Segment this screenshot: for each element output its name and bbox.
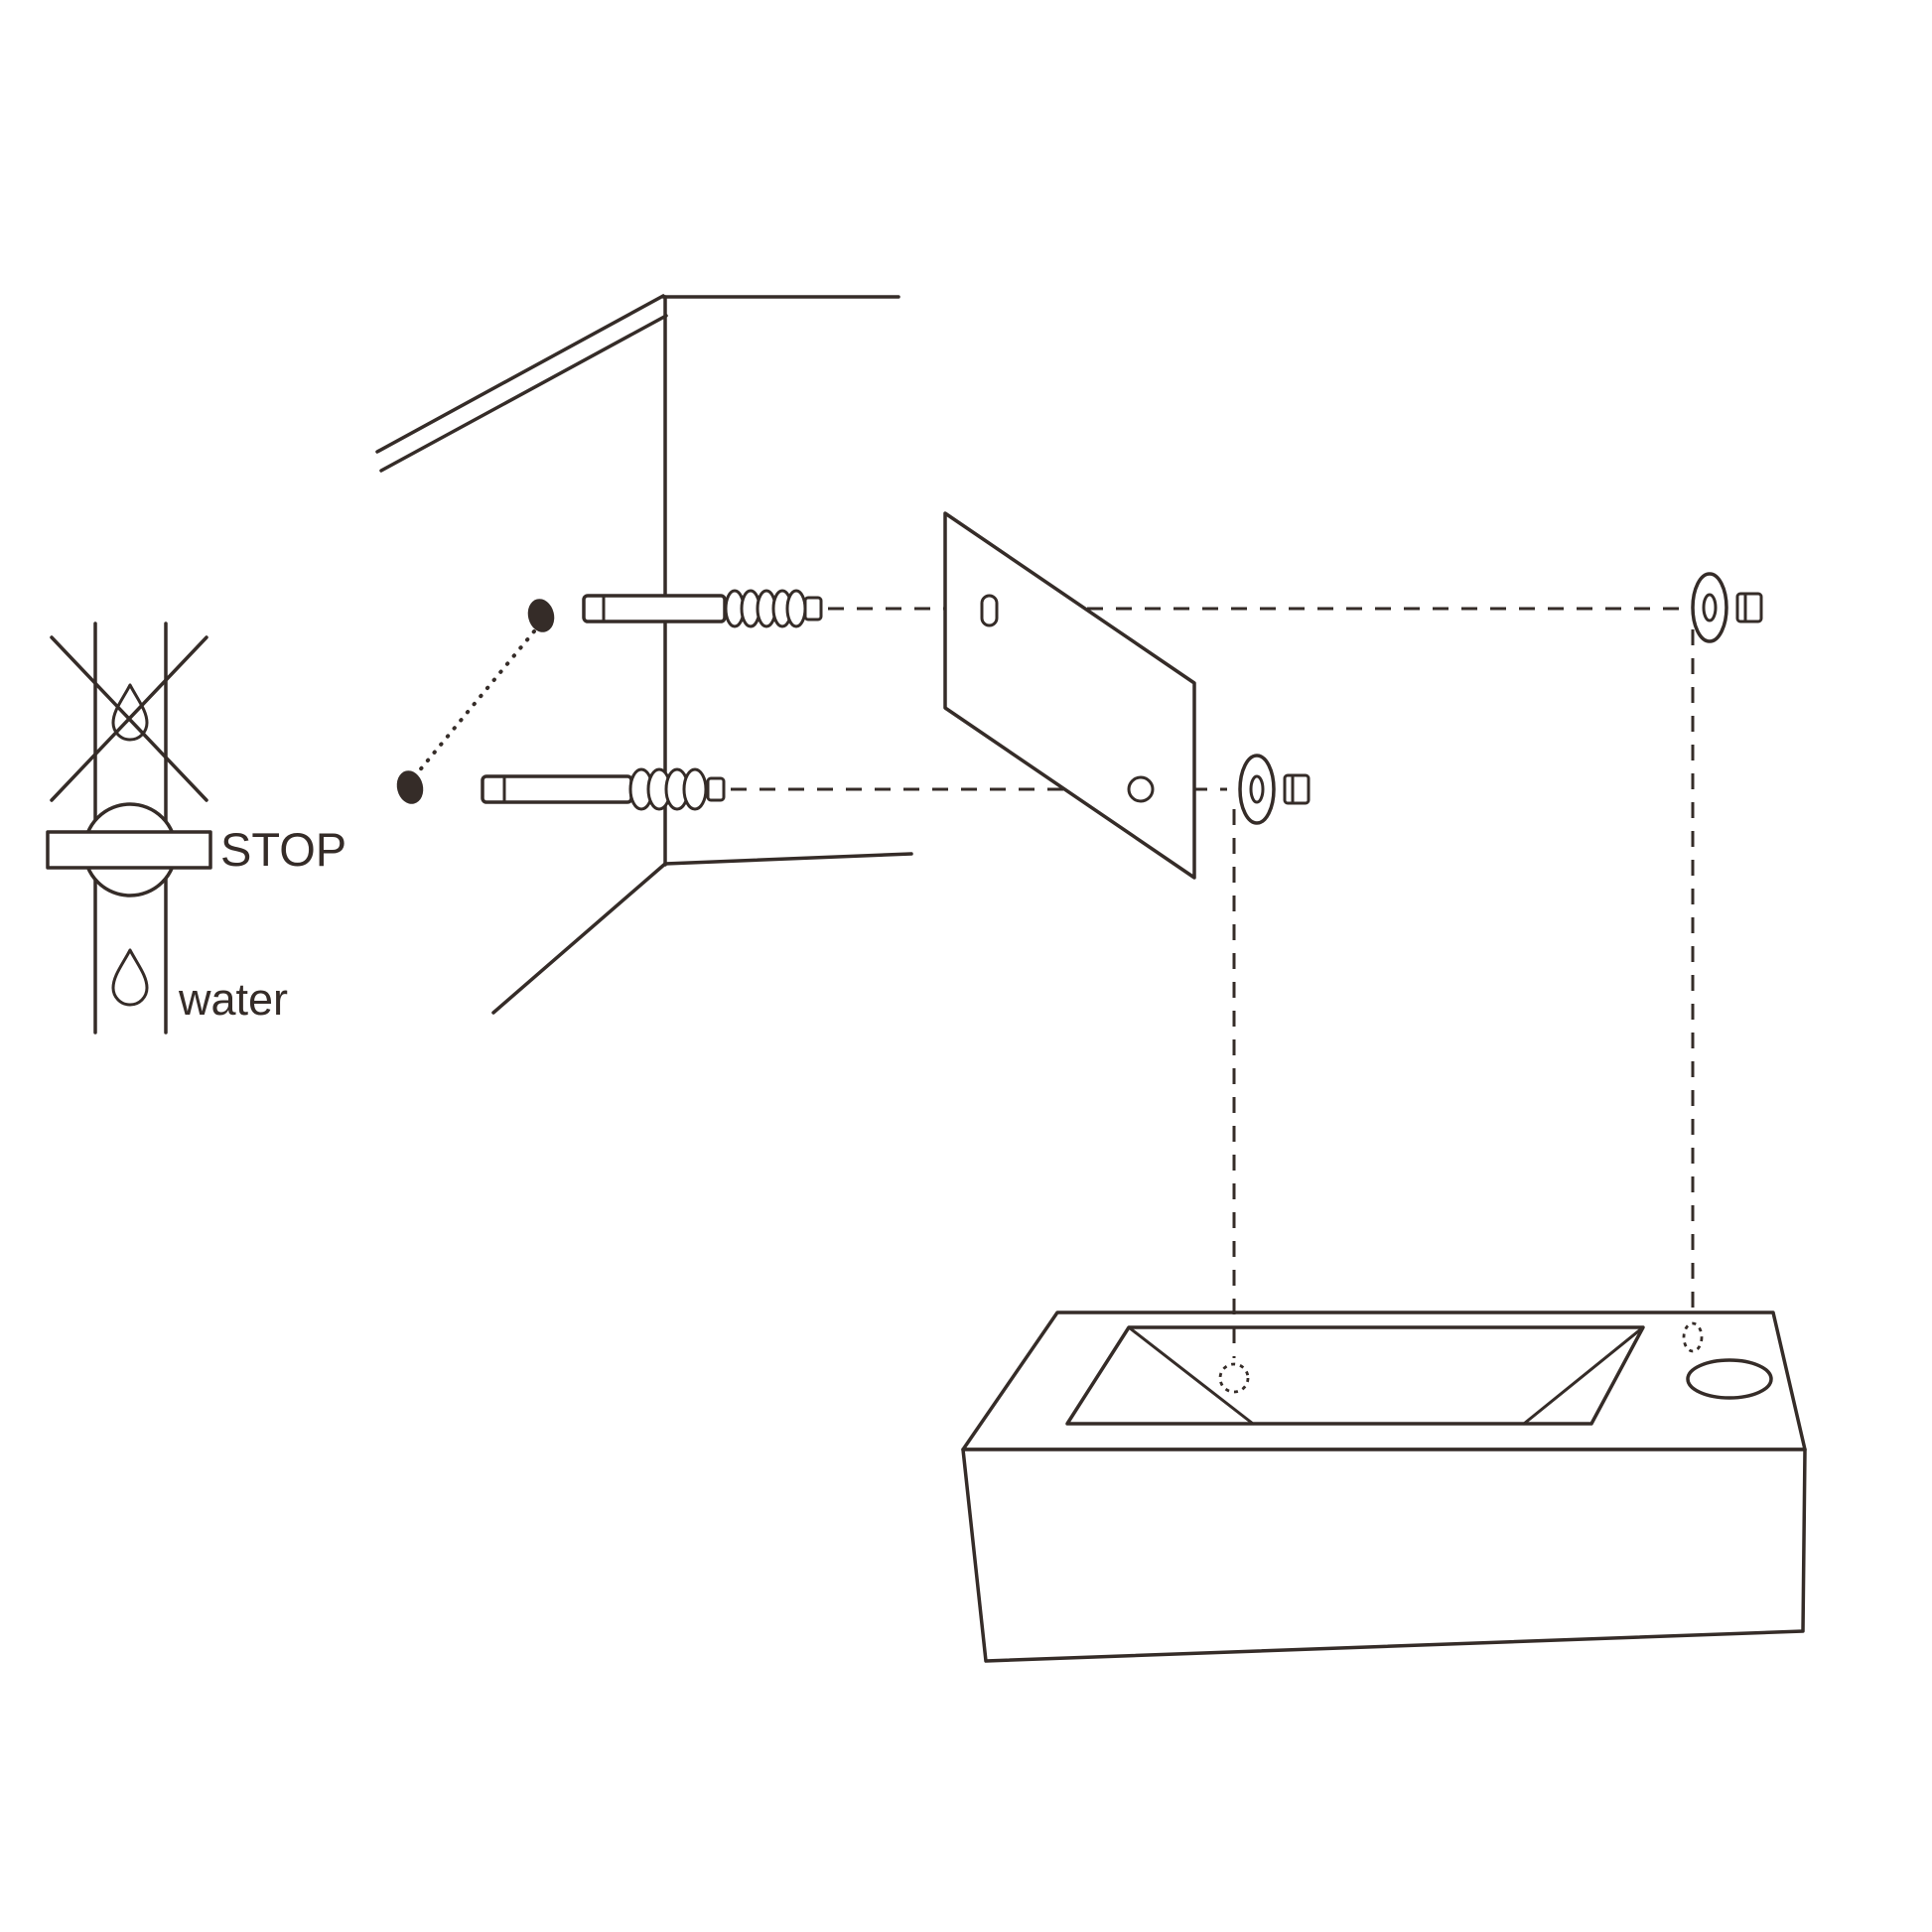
wash-basin [961, 1311, 1807, 1663]
water-drop-icon [111, 948, 149, 1007]
basin-inner-rim [1065, 1325, 1645, 1426]
faucet-hole [1686, 1358, 1773, 1400]
screw-thread-icon [785, 589, 807, 628]
drill-guide-dotted-line [416, 629, 536, 774]
water-label: water [178, 974, 288, 1025]
floor-line-left [491, 862, 667, 1015]
basin-mount-hole-dotted [1218, 1362, 1250, 1394]
floor-line-right [663, 852, 913, 866]
lower-wall-anchor [481, 767, 726, 811]
ceiling-edge-line-inner [379, 314, 668, 473]
washer-hole [1702, 593, 1718, 622]
upper-wall-anchor [582, 589, 823, 628]
basin-slope-line-right [1522, 1325, 1645, 1426]
upper-washer-and-bolt [1691, 572, 1763, 643]
bolt-icon [1283, 773, 1311, 805]
plate-slot-hole [980, 594, 999, 627]
mounting-plate-outline [943, 511, 1196, 880]
basin-slope-line-left [1127, 1325, 1255, 1426]
screw-thread-icon [682, 767, 708, 811]
stop-label: STOP [220, 823, 346, 876]
water-drop-icon [111, 683, 149, 742]
mounting-plate [943, 511, 1196, 880]
plate-round-hole [1127, 775, 1155, 803]
screw-tip [706, 776, 726, 802]
basin-front-face [961, 1448, 1807, 1663]
lower-washer-and-bolt [1238, 754, 1311, 825]
drill-hole-markers [396, 599, 555, 804]
basin-top-face [961, 1311, 1807, 1451]
bolt-icon [1735, 592, 1763, 623]
stop-water-symbol: STOP water [46, 621, 346, 1035]
alignment-lines-horizontal [731, 607, 1680, 791]
screw-tip [803, 596, 823, 621]
washer-hole [1249, 774, 1265, 804]
ceiling-edge-line-outer [375, 294, 665, 454]
alignment-lines-vertical [1218, 629, 1704, 1394]
drill-hole-dot-icon [396, 770, 424, 804]
drill-hole-dot-icon [527, 599, 555, 632]
valve-handle-bar [46, 830, 212, 870]
wall-corner [375, 294, 913, 1015]
cross-out-line-2 [50, 635, 208, 802]
deck-mount-hole-dotted [1682, 1321, 1704, 1353]
